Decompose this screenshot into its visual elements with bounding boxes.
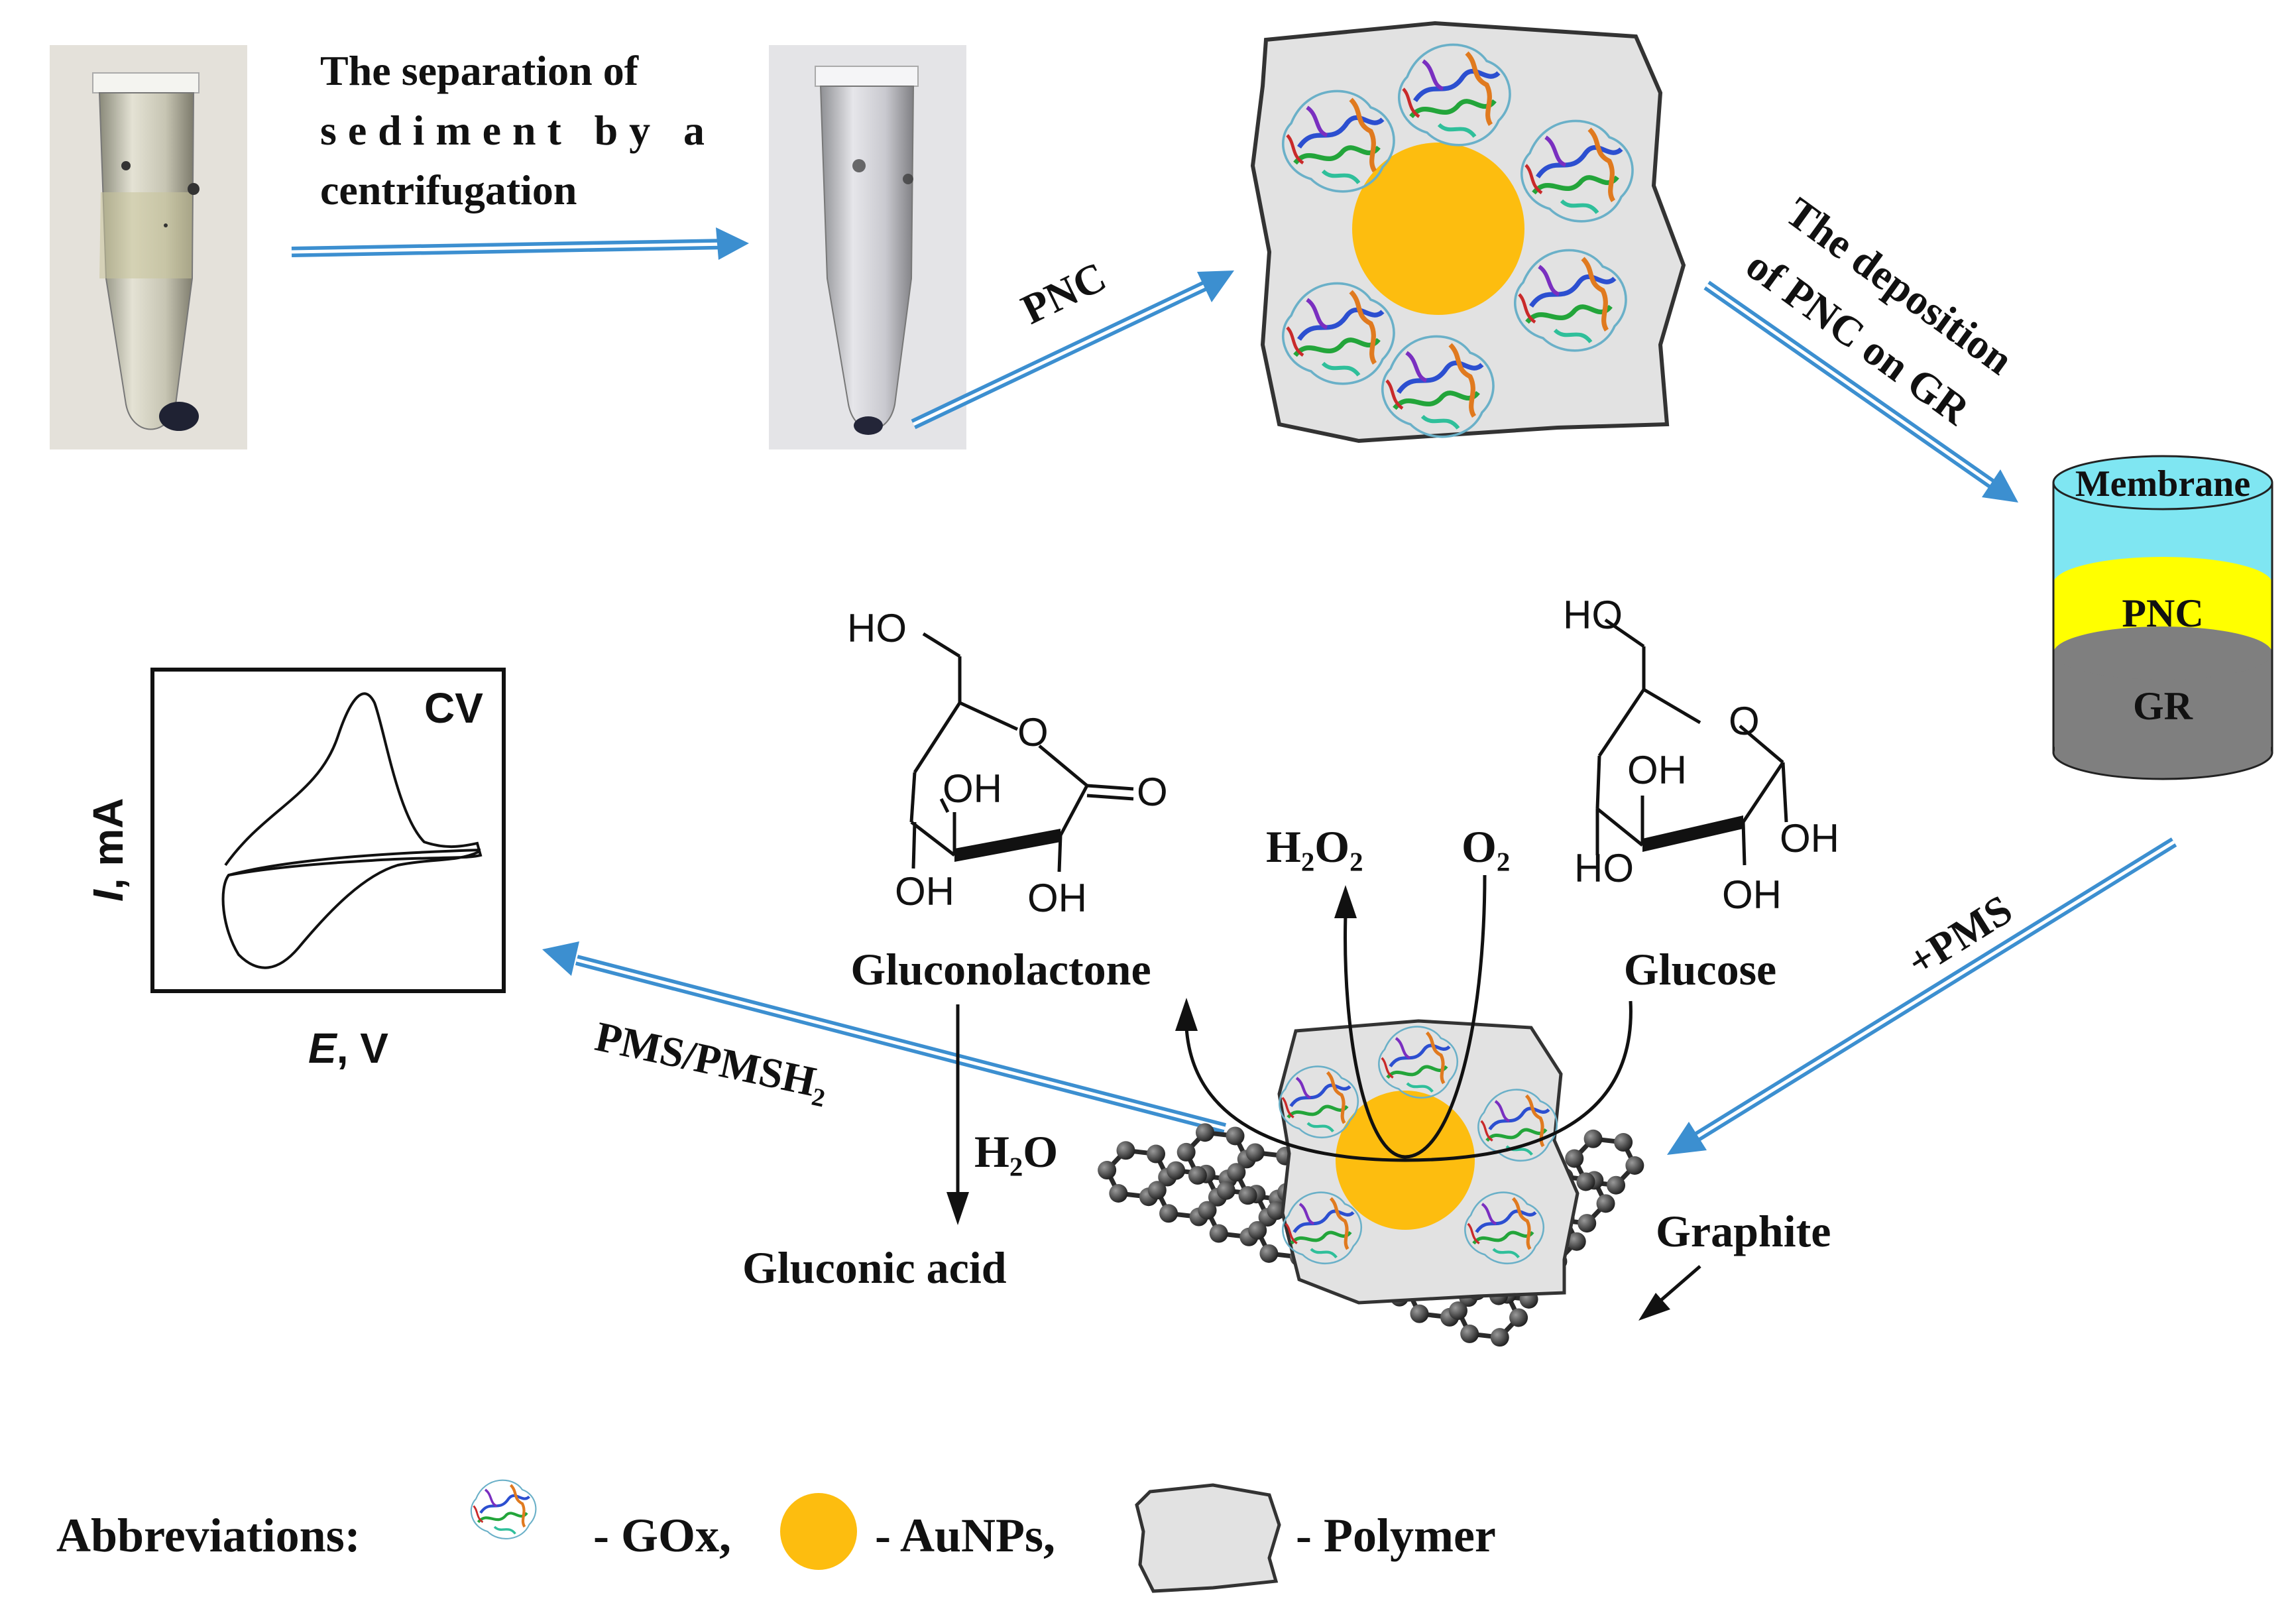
glucose-wedge [1642,815,1743,852]
legend-gox-label: - GOx, [593,1509,731,1562]
graphite-atom [1578,1214,1597,1233]
pms-pmsh2-label: PMS/PMSH₂ [591,1012,832,1108]
glucose-name: Glucose [1624,944,1776,994]
gluconolactone-oh-c: OH [1027,876,1087,920]
graphite-atom [1198,1201,1217,1220]
o2-label: O₂ [1462,821,1510,872]
graphite-atom [1259,1244,1279,1263]
pnc-particle-top [1250,21,1686,444]
photo-tube-before [50,45,247,449]
arrow-pms [1667,837,2177,1155]
glucose-ring-o: O [1729,699,1760,743]
cv-plot [150,668,506,993]
gluconolactone-carbonyl-o: O [1137,770,1168,814]
gluconolactone-oh-a: OH [943,766,1002,811]
cv-curve [221,692,483,969]
h2o-label: H₂O [974,1126,1058,1177]
o2-to-h2o2-arc [1344,874,1487,1159]
glucose-oh-d: OH [1722,872,1782,917]
graphite-atom [1576,1172,1595,1191]
glucose-oh-c: OH [1780,816,1839,861]
graphite-atom [1565,1149,1584,1168]
graphite-atom [1410,1304,1429,1323]
graphite-atom [1607,1175,1626,1195]
graphite-atom [1209,1224,1228,1243]
arrow-deposition [1703,280,2018,503]
graphite-atom [1159,1204,1178,1223]
reaction-arrows [947,874,1701,1321]
step1-line1: The separation of [320,47,639,94]
gluconolactone-ring-o: O [1017,710,1049,754]
glucose-ho-top: HO [1563,593,1623,637]
graphite-atom [1177,1142,1196,1162]
arrow-separation [291,227,749,260]
graphite-atom [1614,1133,1633,1152]
graphite-atom [1267,1201,1286,1221]
step1-line2: sediment by a [320,107,705,154]
step1-line3: centrifugation [320,166,577,213]
legend-polymer-label: - Polymer [1296,1509,1496,1562]
graphite-atom [1147,1181,1167,1200]
legend-aunps-label: - AuNPs, [875,1509,1055,1562]
electrode-cylinder [2052,455,2273,780]
pnc-layer-label: PNC [2122,591,2203,635]
graphite-atom [1188,1165,1207,1185]
glucose-oh-a: OH [1627,748,1687,792]
graphite-atom [1116,1141,1135,1160]
gluconolactone-structure [909,632,1134,872]
gluconolactone-wedge [954,829,1061,862]
gr-layer-label: GR [2133,684,2193,728]
arrow-pnc [911,270,1234,430]
graphite-atom [1567,1232,1586,1251]
h2o2-label: H₂O₂ [1266,821,1363,872]
cv-ylabel: I, mA [84,798,132,902]
graphite-atom [1238,1186,1257,1205]
abbreviations-title: Abbreviations: [56,1509,361,1562]
graphite-atom [1460,1324,1479,1343]
graphite-atom [1583,1129,1603,1148]
gold-nanoparticle [1352,143,1524,315]
graphite-atom [1248,1221,1267,1240]
graphite-atom [1509,1308,1528,1327]
graphite-atom [1596,1194,1615,1213]
cv-plot-frame [150,668,506,993]
cv-xlabel: E, V [308,1024,388,1072]
graphite-atom [1216,1181,1235,1200]
photo-tube-after [769,45,966,449]
gluconolactone-ho: HO [847,606,907,650]
graphite-atom [1147,1144,1166,1164]
arrow-pms-pmsh2 [542,941,1227,1134]
graphite-atom [1490,1328,1509,1347]
gluconolactone-oh-b: OH [895,869,954,914]
pnc-particle-bottom [1277,1019,1579,1305]
graphite-atom [1227,1163,1246,1182]
graphite-atom [1625,1156,1644,1175]
legend-aunps-icon [780,1493,857,1570]
graphite-label: Graphite [1656,1206,1831,1256]
membrane-label: Membrane [2075,463,2250,505]
pnc-arrow-label: PNC [1014,253,1113,333]
graphite-atom [1245,1143,1265,1162]
graphite-atom [1098,1161,1117,1180]
graphite-atom [1448,1301,1467,1320]
legend-gox-icon [471,1480,536,1539]
glucose-to-gluconolactone-arc [1184,1000,1633,1162]
graphite-atom [1109,1184,1128,1203]
legend-polymer-icon [1135,1483,1281,1593]
gluconolactone-name: Gluconolactone [850,944,1151,994]
cv-label: CV [424,684,483,732]
graphite-atom [1226,1126,1245,1146]
gluconic-acid-label: Gluconic acid [742,1242,1007,1293]
graphite-atom [1167,1161,1186,1180]
graphite-atom [1195,1123,1214,1142]
glucose-ho-b: HO [1574,846,1634,890]
